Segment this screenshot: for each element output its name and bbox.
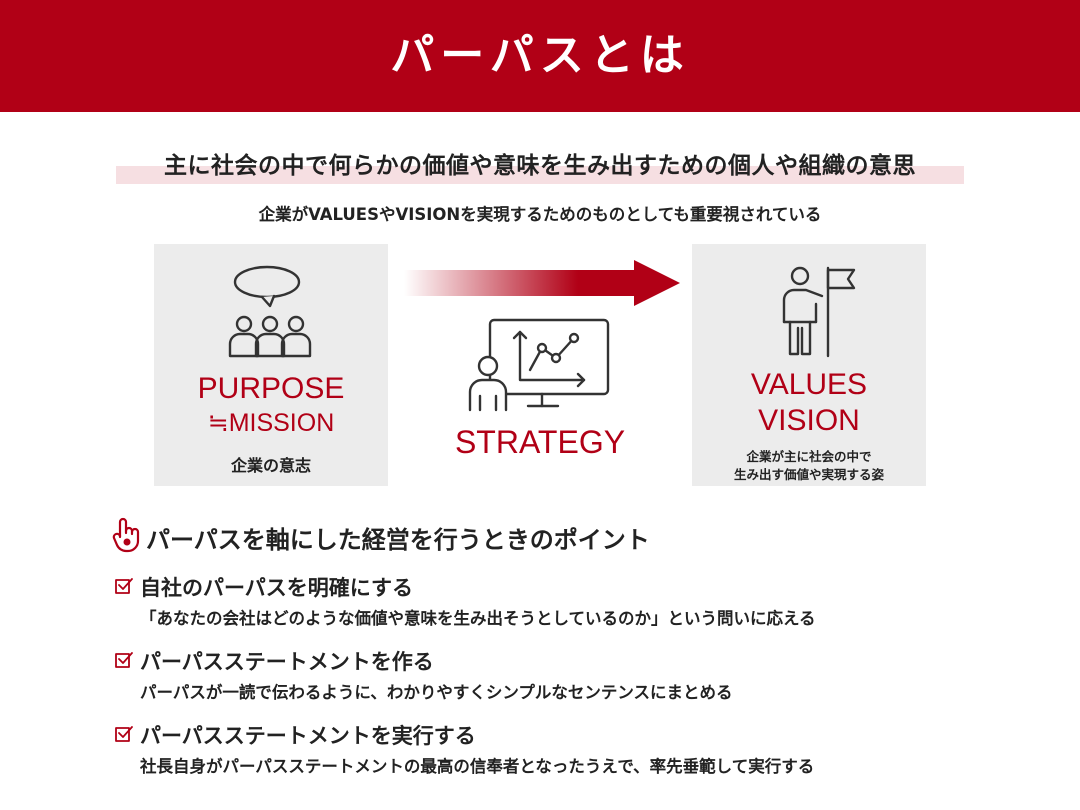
purpose-caption: 企業の意志 (230, 456, 311, 475)
page-title: パーパスとは (390, 30, 690, 81)
values-label: VALUES (750, 368, 868, 401)
definition-highlight (116, 166, 964, 184)
point-2-body: パーパスが一読で伝わるように、わかりやすくシンプルなセンテンスにまとめる (140, 683, 733, 702)
definition-text: 主に社会の中で何らかの価値や意味を生み出すための個人や組織の意思 (164, 153, 916, 179)
checkbox-icon (114, 724, 134, 748)
point-3-body: 社長自身がパーパスステートメントの最高の信奉者となったうえで、率先垂範して実行す… (140, 757, 815, 776)
purpose-label: PURPOSE (197, 372, 345, 405)
subtitle-text: 企業がVALUESやVISIONを実現するためのものとしても重要視されている (258, 205, 822, 224)
mission-label: ≒MISSION (207, 409, 335, 437)
point-3-heading: パーパスステートメントを実行する (140, 724, 476, 748)
pointing-hand-icon (112, 517, 142, 557)
progress-arrow (404, 258, 684, 316)
point-1-heading: 自社のパーパスを明確にする (140, 576, 413, 600)
header-bar (0, 0, 1080, 112)
checkbox-icon (114, 576, 134, 600)
point-1-body: 「あなたの会社はどのような価値や意味を生み出そうとしているのか」という問いに応え… (140, 609, 816, 628)
values-caption-line1: 企業が主に社会の中で (746, 449, 872, 464)
checkbox-icon (114, 650, 134, 674)
points-title: パーパスを軸にした経営を行うときのポイント (146, 526, 650, 554)
values-caption-line2: 生み出す価値や実現する姿 (733, 467, 884, 482)
vision-label: VISION (758, 404, 860, 437)
person-flag-icon (778, 264, 862, 362)
values-panel (692, 244, 926, 486)
presentation-chart-icon (466, 318, 614, 418)
purpose-panel (154, 244, 388, 486)
point-2-heading: パーパスステートメントを作る (140, 650, 434, 674)
speech-group-icon (218, 262, 322, 364)
strategy-label: STRATEGY (454, 424, 626, 460)
